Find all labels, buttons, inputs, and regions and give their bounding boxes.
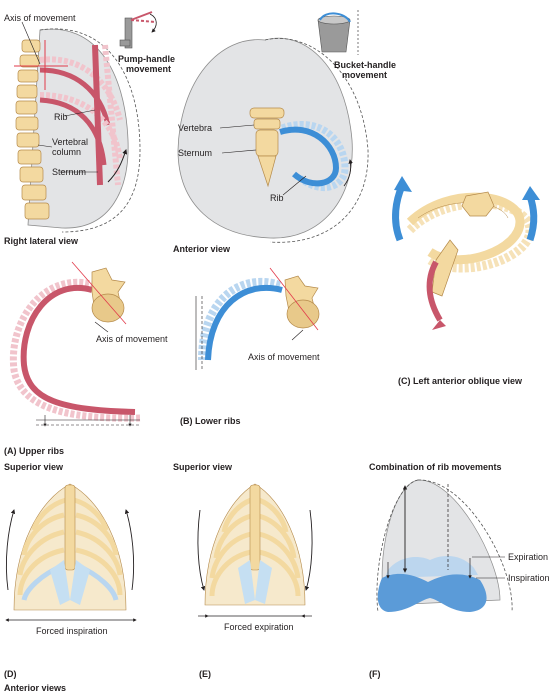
vertebra-label-b: Vertebra [178, 123, 213, 133]
thorax-outline-inspiration [39, 28, 141, 233]
bucket-icon [317, 10, 359, 55]
axis-of-movement-label-a: Axis of movement [4, 13, 76, 23]
panel-a-lateral-view [14, 21, 141, 233]
pump-handle-label-1: Pump-handle [118, 54, 176, 64]
pump-handle-label-2: movement [126, 64, 172, 74]
anterior-views-label: Anterior views [4, 683, 67, 693]
caption-a: (A) Upper ribs [4, 446, 65, 456]
lower-rib-b [279, 126, 340, 187]
rib-label-b: Rib [270, 193, 284, 203]
vertebral-label-1: Vertebral [52, 137, 89, 147]
panel-f-combination [376, 479, 513, 613]
upper-rib-superior [9, 261, 141, 427]
panel-b-anterior-view [177, 37, 369, 243]
arrow-icon [392, 184, 406, 242]
lower-rib-superior [195, 267, 320, 370]
axis-of-movement-label-b: Axis of movement [248, 352, 320, 362]
bucket-handle-label-1: Bucket-handle [334, 60, 397, 70]
vertebral-label-2: column [52, 147, 82, 157]
sternum-d [64, 484, 76, 571]
superior-view-label-d: Superior view [4, 462, 64, 472]
anterior-view-label: Anterior view [173, 244, 231, 254]
combination-title: Combination of rib movements [369, 462, 502, 472]
vertebra-sternum-b [249, 107, 285, 188]
caption-e: (E) [199, 669, 211, 679]
sternum-label-a: Sternum [52, 167, 87, 177]
superior-view-label-e: Superior view [173, 462, 233, 472]
sternum-label-b: Sternum [178, 148, 213, 158]
vertebral-column [15, 39, 50, 220]
rib-label-a: Rib [54, 112, 68, 122]
axis-of-movement-label-a2: Axis of movement [96, 334, 168, 344]
bucket-handle-label-2: movement [342, 70, 388, 80]
sternum-oblique [431, 239, 459, 297]
caption-c: (C) Left anterior oblique view [398, 376, 523, 386]
vertebra-oblique [461, 191, 495, 217]
panel-e-ribcage [197, 483, 313, 618]
forced-inspiration-label: Forced inspiration [36, 626, 108, 636]
caption-f: (F) [369, 669, 381, 679]
panel-d-ribcage [5, 483, 137, 622]
expiration-label: Expiration [508, 552, 549, 562]
caption-d: (D) [4, 669, 17, 679]
pump-handle-icon [119, 11, 157, 49]
diaphragm-expiration [385, 556, 478, 578]
right-lateral-view-label: Right lateral view [4, 236, 79, 246]
forced-expiration-label: Forced expiration [224, 622, 294, 632]
upper-rib [39, 67, 111, 126]
sternum-lateral [92, 44, 103, 186]
thorax-outline-expiration [27, 28, 129, 229]
inspiration-label: Inspiration [508, 573, 550, 583]
panel-c-oblique-view [392, 176, 540, 330]
diaphragm-inspiration [377, 573, 487, 612]
sternum-e [249, 484, 261, 571]
caption-b: (B) Lower ribs [180, 416, 241, 426]
